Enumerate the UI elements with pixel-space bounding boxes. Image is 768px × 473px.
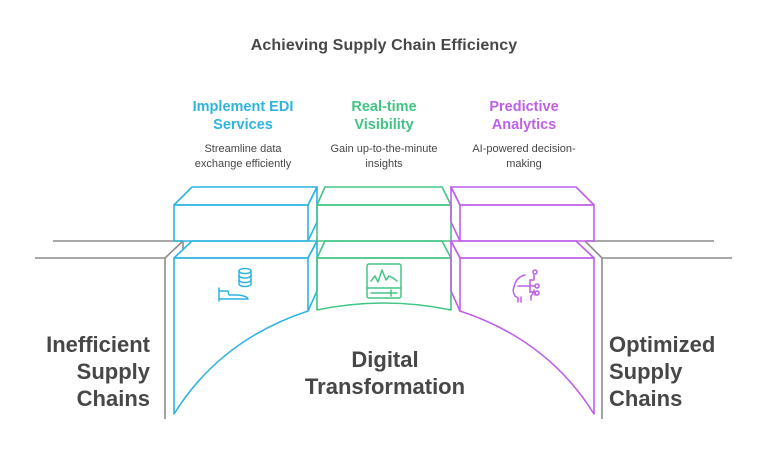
visibility-bottom-block-top-face	[316, 240, 452, 259]
pillar-title-edi-line2: Services	[213, 117, 273, 133]
left-ledge-bevel	[164, 240, 184, 259]
monitor-pulse-icon	[366, 263, 402, 299]
right-side-label-line2: Supply	[609, 359, 683, 384]
pillar-desc-edi-line2: exchange efficiently	[194, 158, 292, 170]
ai-head-circuit-icon	[512, 269, 540, 303]
right-side-label: Optimized Supply Chains	[609, 331, 715, 412]
left-side-label-line1: Inefficient	[46, 332, 150, 357]
left-side-label: Inefficient Supply Chains	[46, 331, 150, 412]
pillar-desc-visibility-line2: insights	[365, 158, 403, 170]
pillar-desc-analytics: AI-powered decision- making	[444, 142, 604, 172]
center-label: Digital Transformation	[260, 346, 510, 400]
edi-top-block-front-face	[173, 204, 309, 242]
analytics-top-block-front-face	[459, 204, 595, 242]
pillar-title-analytics: Predictive Analytics	[444, 98, 604, 134]
right-side-label-line1: Optimized	[609, 332, 716, 357]
edi-top-block-side	[307, 186, 318, 242]
edi-bottom-block-top-face	[173, 240, 318, 259]
pillar-block-visibility	[316, 186, 452, 311]
analytics-bottom-block-side	[450, 240, 461, 312]
analytics-bottom-block-top-face	[450, 240, 595, 259]
visibility-top-block-front-face	[316, 204, 452, 242]
visibility-top-block-top-face	[316, 186, 452, 206]
edi-top-block-top-face	[173, 186, 318, 206]
left-side-label-line3: Chains	[76, 386, 150, 411]
hand-database-icon	[218, 267, 252, 302]
pillar-title-edi: Implement EDI Services	[163, 98, 323, 134]
visibility-arch-segment	[316, 257, 452, 311]
right-cliff	[584, 240, 732, 419]
pillar-desc-visibility: Gain up-to-the-minute insights	[304, 142, 464, 172]
pillar-desc-edi: Streamline data exchange efficiently	[163, 142, 323, 172]
pillar-desc-analytics-line1: AI-powered decision-	[472, 143, 576, 155]
right-ledge-bevel	[584, 240, 603, 259]
right-side-label-line3: Chains	[609, 386, 683, 411]
analytics-top-block-top-face	[450, 186, 595, 206]
edi-bottom-block-side	[307, 240, 318, 312]
left-cliff	[35, 240, 184, 419]
pillar-desc-edi-line1: Streamline data	[204, 143, 282, 155]
pillar-block-analytics	[450, 186, 595, 415]
pillar-title-analytics-line2: Analytics	[491, 117, 557, 133]
pillar-title-analytics-line1: Predictive	[489, 99, 559, 115]
center-label-line1: Digital	[351, 347, 419, 372]
pillar-title-visibility-line1: Real-time	[351, 99, 417, 115]
pillar-desc-analytics-line2: making	[506, 158, 542, 170]
edi-arch-segment	[173, 257, 309, 415]
pillar-title-edi-line1: Implement EDI	[192, 99, 294, 115]
analytics-arch-segment	[459, 257, 595, 415]
analytics-top-block-side	[450, 186, 461, 242]
pillar-title-visibility-line2: Visibility	[354, 117, 414, 133]
diagram-title: Achieving Supply Chain Efficiency	[250, 37, 518, 54]
pillar-title-visibility: Real-time Visibility	[304, 98, 464, 134]
left-side-label-line2: Supply	[76, 359, 150, 384]
center-label-line2: Transformation	[304, 374, 466, 399]
pillar-desc-visibility-line1: Gain up-to-the-minute	[330, 143, 438, 155]
